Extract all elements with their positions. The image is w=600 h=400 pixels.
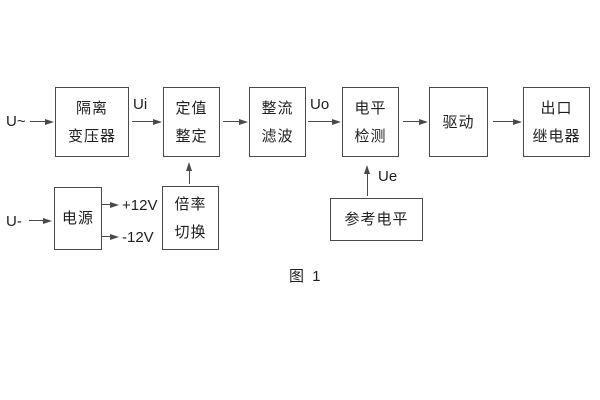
arrow-minus12v-icon [102,233,119,240]
block-isolation-transformer-line2: 变压器 [67,127,116,145]
arrow-ac-input-icon [30,118,54,125]
block-ratio-switch-line1: 倍率 [174,195,207,213]
label-minus12v: -12V [122,229,154,246]
block-output-relay-line2: 继电器 [532,127,581,145]
block-ratio-switch: 倍率 切换 [162,186,219,250]
block-drive: 驱动 [429,87,488,157]
block-level-detect-line1: 电平 [354,99,387,117]
arrow-drive-to-output-icon [493,118,522,125]
block-output-relay-line1: 出口 [540,99,573,117]
block-setpoint-adjust-line2: 整定 [175,127,208,145]
block-power-supply-line1: 电源 [61,210,94,227]
arrow-level-to-drive-icon [403,118,428,125]
figure-caption: 图 1 [289,268,323,285]
arrow-ui-icon [132,118,162,125]
block-setpoint-adjust-line1: 定值 [175,99,208,117]
block-power-supply: 电源 [54,187,102,250]
label-ac-input: U~ [6,113,26,130]
arrow-plus12v-icon [102,201,119,208]
label-ui: Ui [133,96,148,113]
block-output-relay: 出口 继电器 [523,87,590,157]
block-reference-level: 参考电平 [330,198,423,241]
block-rectifier-filter-line1: 整流 [261,99,294,117]
arrow-uo-icon [308,118,341,125]
block-rectifier-filter: 整流 滤波 [249,87,306,157]
block-reference-level-line1: 参考电平 [344,211,409,228]
block-ratio-switch-line2: 切换 [174,223,207,241]
arrow-setting-to-rectify-icon [223,118,248,125]
block-isolation-transformer-line1: 隔离 [75,99,108,117]
arrow-ratio-to-setting-icon [185,162,192,184]
label-uo: Uo [310,96,330,113]
arrow-dc-input-icon [29,217,52,224]
label-dc-input: U- [6,213,22,230]
block-setpoint-adjust: 定值 整定 [163,87,220,157]
block-rectifier-filter-line2: 滤波 [261,127,294,145]
block-isolation-transformer: 隔离 变压器 [55,87,129,157]
label-ue: Ue [378,168,398,185]
label-plus12v: +12V [122,197,158,214]
block-drive-line1: 驱动 [442,113,475,131]
block-level-detect: 电平 检测 [342,87,399,157]
arrow-ue-icon [363,165,370,196]
block-level-detect-line2: 检测 [354,127,387,145]
